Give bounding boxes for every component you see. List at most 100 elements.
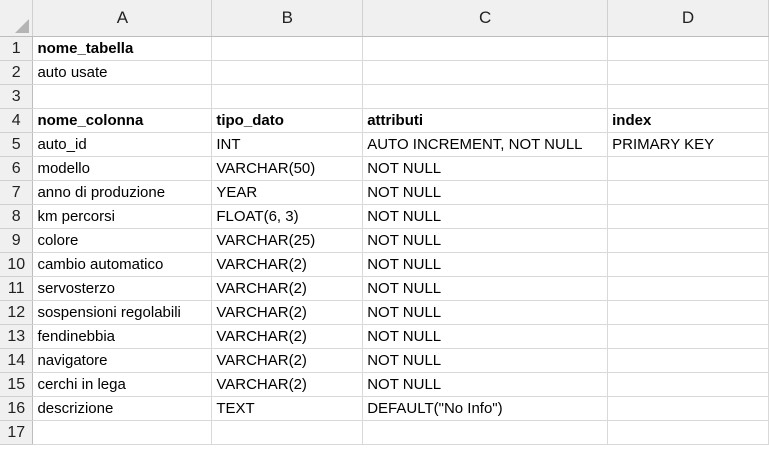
cell-b[interactable]: FLOAT(6, 3) [211, 204, 364, 229]
cell-b[interactable]: INT [211, 132, 364, 157]
cell-d[interactable] [607, 372, 769, 397]
cell-c[interactable] [362, 420, 609, 445]
cell-a[interactable]: cambio automatico [32, 252, 213, 277]
cell-c[interactable]: NOT NULL [362, 324, 609, 349]
cell-c[interactable]: NOT NULL [362, 348, 609, 373]
cell-b[interactable]: VARCHAR(50) [211, 156, 364, 181]
cell-b[interactable]: VARCHAR(2) [211, 252, 364, 277]
row-header[interactable]: 16 [0, 396, 34, 421]
cell-a[interactable]: anno di produzione [32, 180, 213, 205]
table-row: 15 cerchi in lega VARCHAR(2) NOT NULL [0, 372, 769, 397]
cell-c[interactable]: NOT NULL [362, 252, 609, 277]
cell-b[interactable]: TEXT [211, 396, 364, 421]
table-row: 2 auto usate [0, 60, 769, 85]
select-all-triangle-icon [15, 19, 30, 33]
cell-d[interactable] [607, 204, 769, 229]
cell-a[interactable]: auto_id [32, 132, 213, 157]
cell-a[interactable] [32, 84, 213, 109]
column-header-c[interactable]: C [362, 0, 609, 37]
cell-b[interactable]: VARCHAR(2) [211, 324, 364, 349]
row-header[interactable]: 14 [0, 348, 34, 373]
cell-d[interactable] [607, 276, 769, 301]
cell-b[interactable]: VARCHAR(2) [211, 348, 364, 373]
cell-b[interactable] [211, 420, 364, 445]
column-header-d[interactable]: D [607, 0, 769, 37]
cell-d[interactable]: index [607, 108, 769, 133]
cell-a[interactable]: fendinebbia [32, 324, 213, 349]
cell-c[interactable] [362, 36, 609, 61]
row-header[interactable]: 9 [0, 228, 34, 253]
cell-d[interactable] [607, 36, 769, 61]
cell-c[interactable]: AUTO INCREMENT, NOT NULL [362, 132, 609, 157]
cell-a[interactable]: cerchi in lega [32, 372, 213, 397]
cell-a[interactable]: servosterzo [32, 276, 213, 301]
cell-d[interactable]: PRIMARY KEY [607, 132, 769, 157]
table-row: 7 anno di produzione YEAR NOT NULL [0, 180, 769, 205]
row-header[interactable]: 17 [0, 420, 34, 445]
row-header[interactable]: 11 [0, 276, 34, 301]
cell-a[interactable]: km percorsi [32, 204, 213, 229]
cell-c[interactable]: NOT NULL [362, 180, 609, 205]
cell-d[interactable] [607, 156, 769, 181]
cell-a[interactable]: sospensioni regolabili [32, 300, 213, 325]
row-header[interactable]: 7 [0, 180, 34, 205]
row-header[interactable]: 2 [0, 60, 34, 85]
row-header[interactable]: 6 [0, 156, 34, 181]
cell-b[interactable] [211, 60, 364, 85]
cell-d[interactable] [607, 420, 769, 445]
cell-c[interactable] [362, 84, 609, 109]
cell-a[interactable]: navigatore [32, 348, 213, 373]
cell-a[interactable]: nome_colonna [32, 108, 213, 133]
cell-b[interactable]: VARCHAR(25) [211, 228, 364, 253]
column-header-row: A B C D [0, 0, 769, 37]
cell-a[interactable]: colore [32, 228, 213, 253]
cell-c[interactable]: DEFAULT("No Info") [362, 396, 609, 421]
cell-d[interactable] [607, 300, 769, 325]
row-header[interactable]: 15 [0, 372, 34, 397]
row-header[interactable]: 13 [0, 324, 34, 349]
cell-c[interactable]: NOT NULL [362, 228, 609, 253]
cell-c[interactable]: NOT NULL [362, 204, 609, 229]
row-header[interactable]: 8 [0, 204, 34, 229]
cell-b[interactable]: VARCHAR(2) [211, 372, 364, 397]
table-row: 13 fendinebbia VARCHAR(2) NOT NULL [0, 324, 769, 349]
cell-d[interactable] [607, 84, 769, 109]
column-header-a[interactable]: A [32, 0, 213, 37]
cell-b[interactable]: VARCHAR(2) [211, 276, 364, 301]
row-header[interactable]: 4 [0, 108, 34, 133]
cell-a[interactable] [32, 420, 213, 445]
cell-d[interactable] [607, 348, 769, 373]
cell-c[interactable]: attributi [362, 108, 609, 133]
cell-c[interactable]: NOT NULL [362, 300, 609, 325]
table-row: 3 [0, 84, 769, 109]
select-all-button[interactable] [0, 0, 34, 37]
row-header[interactable]: 12 [0, 300, 34, 325]
cell-a[interactable]: nome_tabella [32, 36, 213, 61]
cell-c[interactable]: NOT NULL [362, 276, 609, 301]
cell-a[interactable]: auto usate [32, 60, 213, 85]
cell-d[interactable] [607, 324, 769, 349]
cell-b[interactable]: YEAR [211, 180, 364, 205]
row-header[interactable]: 10 [0, 252, 34, 277]
cell-c[interactable]: NOT NULL [362, 372, 609, 397]
cell-c[interactable] [362, 60, 609, 85]
cell-d[interactable] [607, 252, 769, 277]
cell-c[interactable]: NOT NULL [362, 156, 609, 181]
sheet-rows: 1 nome_tabella 2 auto usate 3 [0, 36, 769, 445]
cell-a[interactable]: modello [32, 156, 213, 181]
cell-d[interactable] [607, 228, 769, 253]
cell-b[interactable] [211, 36, 364, 61]
cell-d[interactable] [607, 396, 769, 421]
row-header[interactable]: 5 [0, 132, 34, 157]
column-header-b[interactable]: B [211, 0, 364, 37]
cell-a[interactable]: descrizione [32, 396, 213, 421]
cell-d[interactable] [607, 180, 769, 205]
table-row: 9 colore VARCHAR(25) NOT NULL [0, 228, 769, 253]
cell-b[interactable]: tipo_dato [211, 108, 364, 133]
row-header[interactable]: 1 [0, 36, 34, 61]
cell-d[interactable] [607, 60, 769, 85]
row-header[interactable]: 3 [0, 84, 34, 109]
table-row: 6 modello VARCHAR(50) NOT NULL [0, 156, 769, 181]
cell-b[interactable] [211, 84, 364, 109]
cell-b[interactable]: VARCHAR(2) [211, 300, 364, 325]
